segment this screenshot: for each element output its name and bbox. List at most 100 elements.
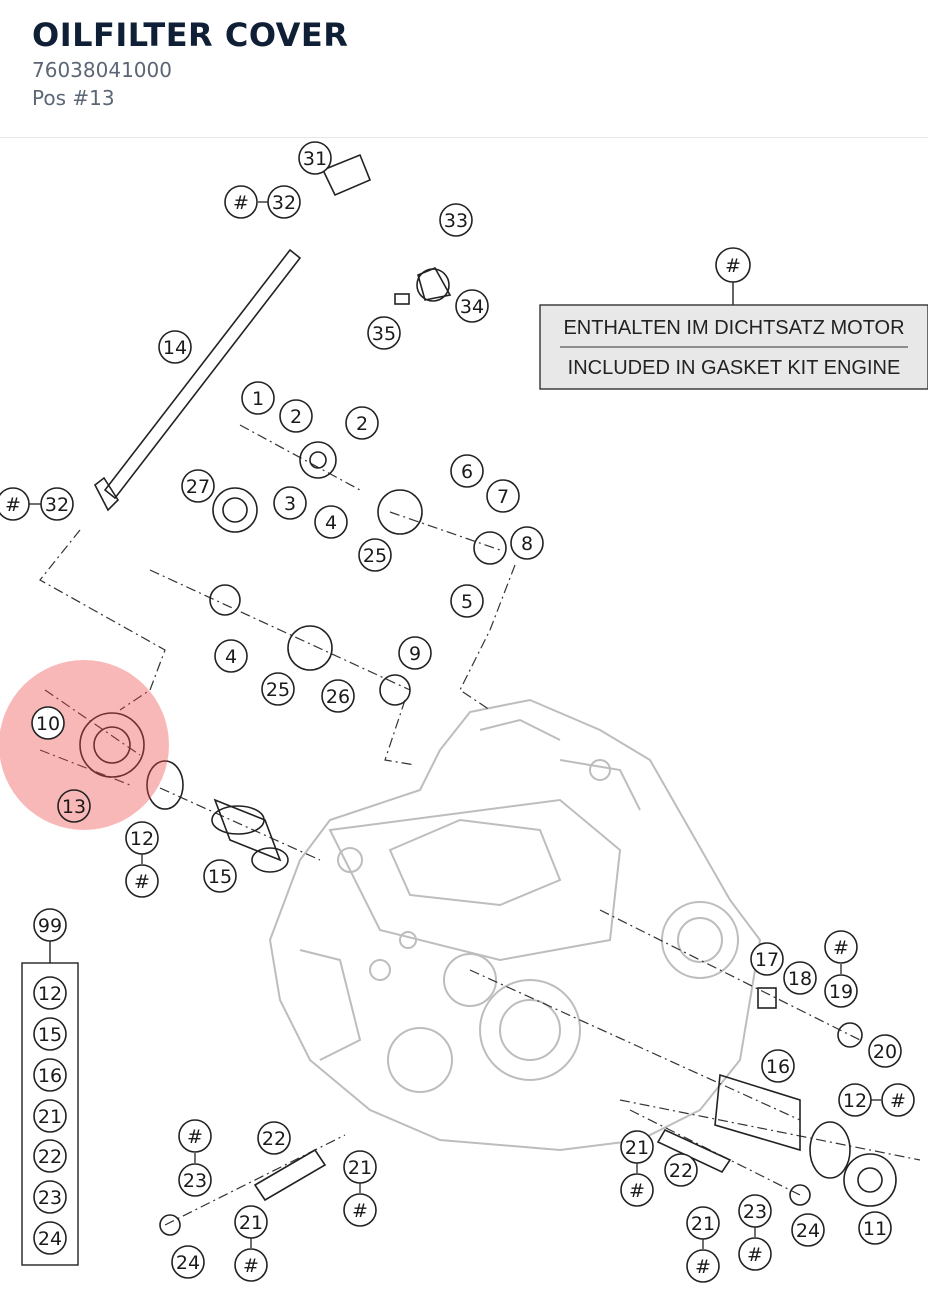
callout-h21a[interactable]: #	[620, 1173, 654, 1207]
callout-2b[interactable]: 2	[345, 406, 379, 440]
callout-h19[interactable]: #	[824, 930, 858, 964]
callout-21c[interactable]: 21	[234, 1205, 268, 1239]
callout-number: 25	[266, 679, 290, 701]
part-header: OILFILTER COVER 76038041000 Pos #13	[0, 0, 928, 138]
callout-18[interactable]: 18	[783, 961, 817, 995]
callout-35[interactable]: 35	[367, 316, 401, 350]
callout-12b[interactable]: 12	[838, 1083, 872, 1117]
callout-connectors	[29, 201, 881, 1249]
callout-circle	[686, 1249, 720, 1283]
callout-number: #	[695, 1256, 711, 1278]
callout-14[interactable]: 14	[158, 330, 192, 364]
callout-number: 14	[163, 337, 187, 359]
callout-21d[interactable]: 21	[686, 1206, 720, 1240]
legend-marker: #	[725, 255, 741, 277]
callout-number: 27	[186, 476, 210, 498]
callout-number: 12	[130, 828, 154, 850]
callout-24a[interactable]: 24	[171, 1245, 205, 1279]
callout-number: #	[5, 494, 21, 516]
callout-15[interactable]: 15	[203, 859, 237, 893]
callout-h21c[interactable]: #	[234, 1248, 268, 1282]
callout-number: 8	[521, 533, 533, 555]
callout-circle	[783, 961, 817, 995]
callout-circle	[738, 1237, 772, 1271]
legend-line-de: ENTHALTEN IM DICHTSATZ MOTOR	[563, 317, 904, 339]
callout-19[interactable]: 19	[824, 974, 858, 1008]
callout-7[interactable]: 7	[486, 479, 520, 513]
callout-23b[interactable]: 23	[738, 1194, 772, 1228]
kit-item[interactable]: 15	[38, 1024, 62, 1046]
callout-25b[interactable]: 25	[261, 672, 295, 706]
callout-8[interactable]: 8	[510, 526, 544, 560]
callout-h21b[interactable]: #	[343, 1193, 377, 1227]
callout-circle	[31, 706, 65, 740]
callout-number: 21	[625, 1137, 649, 1159]
callout-number: #	[747, 1244, 763, 1266]
kit-item[interactable]: 16	[38, 1065, 62, 1087]
callout-circle	[761, 1049, 795, 1083]
callout-21a[interactable]: 21	[620, 1130, 654, 1164]
callout-1[interactable]: 1	[241, 381, 275, 415]
callout-26[interactable]: 26	[321, 679, 355, 713]
callout-9[interactable]: 9	[398, 636, 432, 670]
callout-5[interactable]: 5	[450, 584, 484, 618]
callout-number: #	[243, 1255, 259, 1277]
callout-23a[interactable]: 23	[178, 1163, 212, 1197]
callout-3[interactable]: 3	[273, 486, 307, 520]
callout-h32a[interactable]: #	[224, 185, 258, 219]
callout-6[interactable]: 6	[450, 454, 484, 488]
callout-circle	[345, 406, 379, 440]
callout-number: 23	[743, 1201, 767, 1223]
callout-22a[interactable]: 22	[257, 1121, 291, 1155]
part-position: Pos #13	[32, 86, 115, 110]
callout-21b[interactable]: 21	[343, 1150, 377, 1184]
callout-20[interactable]: 20	[868, 1034, 902, 1068]
callout-h12b[interactable]: #	[881, 1083, 915, 1117]
callout-number: 32	[45, 494, 69, 516]
callout-circle	[178, 1119, 212, 1153]
callout-12a[interactable]: 12	[125, 821, 159, 855]
kit-item[interactable]: 22	[38, 1146, 62, 1168]
callout-4a[interactable]: 4	[314, 505, 348, 539]
callout-24b[interactable]: 24	[791, 1213, 825, 1247]
kit-item[interactable]: 21	[38, 1106, 62, 1128]
callout-h32b[interactable]: #	[0, 487, 30, 521]
callout-h21d[interactable]: #	[686, 1249, 720, 1283]
callout-circle	[450, 584, 484, 618]
kit-item[interactable]: 12	[38, 983, 62, 1005]
callout-13[interactable]: 13	[57, 789, 91, 823]
callout-32b[interactable]: 32	[40, 487, 74, 521]
callout-34[interactable]: 34	[455, 289, 489, 323]
kit-item[interactable]: 24	[38, 1228, 62, 1250]
callout-33[interactable]: 33	[439, 203, 473, 237]
callout-31[interactable]: 31	[298, 141, 332, 175]
callout-circle	[343, 1150, 377, 1184]
callout-circle	[181, 469, 215, 503]
parts-drawing	[79, 153, 897, 1236]
callout-number: 21	[348, 1157, 372, 1179]
callout-10[interactable]: 10	[31, 706, 65, 740]
callout-circle	[450, 454, 484, 488]
callout-number: 19	[829, 981, 853, 1003]
callout-number: #	[352, 1200, 368, 1222]
callout-circle	[267, 185, 301, 219]
callout-4b[interactable]: 4	[214, 639, 248, 673]
callout-h23b[interactable]: #	[738, 1237, 772, 1271]
callout-number: 1	[252, 388, 264, 410]
callout-number: 32	[272, 192, 296, 214]
callout-17[interactable]: 17	[750, 942, 784, 976]
callout-22b[interactable]: 22	[664, 1153, 698, 1187]
callout-27[interactable]: 27	[181, 469, 215, 503]
callout-circle	[343, 1193, 377, 1227]
callout-h23a[interactable]: #	[178, 1119, 212, 1153]
callout-16[interactable]: 16	[761, 1049, 795, 1083]
callout-number: 13	[62, 796, 86, 818]
kit-item[interactable]: 23	[38, 1187, 62, 1209]
callout-number: 21	[691, 1213, 715, 1235]
callout-2a[interactable]: 2	[279, 399, 313, 433]
callout-circle	[224, 185, 258, 219]
callout-25a[interactable]: 25	[358, 538, 392, 572]
callout-h12a[interactable]: #	[125, 864, 159, 898]
callout-11[interactable]: 11	[858, 1211, 892, 1245]
callout-32a[interactable]: 32	[267, 185, 301, 219]
